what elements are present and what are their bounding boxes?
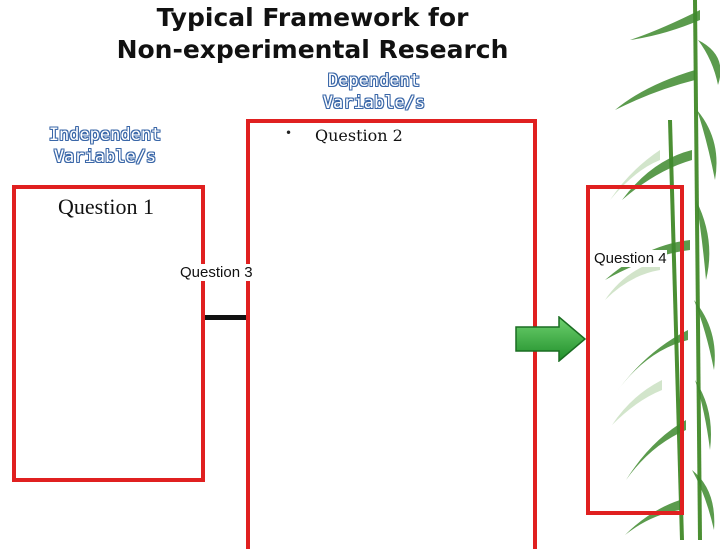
outcome-box	[586, 185, 684, 515]
dependent-label-line-1: Dependent	[327, 71, 421, 91]
independent-variable-label: Independent Variable/s	[30, 124, 180, 168]
question-3-label: Question 3	[180, 264, 253, 281]
independent-variable-box	[12, 185, 205, 482]
question-4-label: Question 4	[594, 250, 667, 267]
slide-title: Typical Framework for Non-experimental R…	[60, 2, 565, 66]
question-1-label: Question 1	[58, 194, 154, 219]
title-line-2: Non-experimental Research	[116, 35, 509, 64]
independent-label-line-1: Independent	[48, 125, 162, 145]
right-arrow-icon	[515, 316, 587, 362]
independent-label-line-2: Variable/s	[53, 147, 157, 167]
dependent-variable-label: Dependent Variable/s	[306, 70, 442, 114]
bamboo-decoration	[605, 0, 720, 540]
question-2-label: Question 2	[315, 126, 403, 145]
dependent-label-line-2: Variable/s	[322, 93, 426, 113]
dependent-variable-box	[246, 119, 537, 549]
bullet-icon: •	[285, 126, 293, 140]
connector-line	[205, 315, 246, 320]
title-line-1: Typical Framework for	[156, 3, 469, 32]
